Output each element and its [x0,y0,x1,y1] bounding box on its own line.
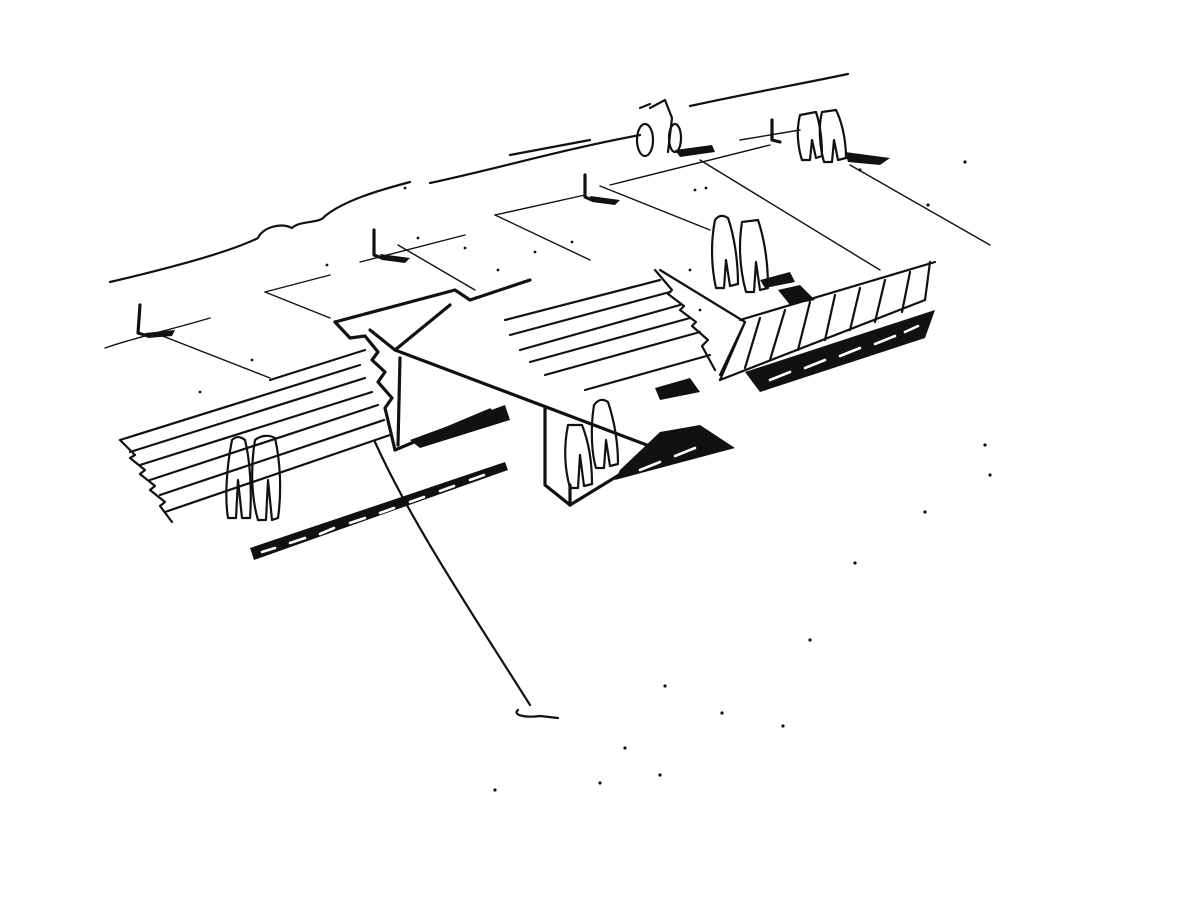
wheelchair-figure [635,98,683,158]
horizon-line [108,72,850,284]
person-figure-pair [710,214,770,294]
bollard-post [583,173,620,205]
bollard-posts [136,118,782,338]
ground-shadows [250,310,935,560]
person-figure-pair [796,108,848,164]
retaining-wall [718,260,937,382]
stipple-dots [198,160,992,792]
left-terrace-steps [118,348,392,524]
bollard-post [136,303,175,338]
leader-line [373,440,560,720]
person-figure-pair [225,434,282,522]
figure-shadows [675,145,890,305]
person-figure-pair [564,398,620,490]
bollard-post [372,228,410,263]
human-figures [225,108,848,522]
bollard-post [770,118,782,144]
shadow-hatching [260,324,920,554]
